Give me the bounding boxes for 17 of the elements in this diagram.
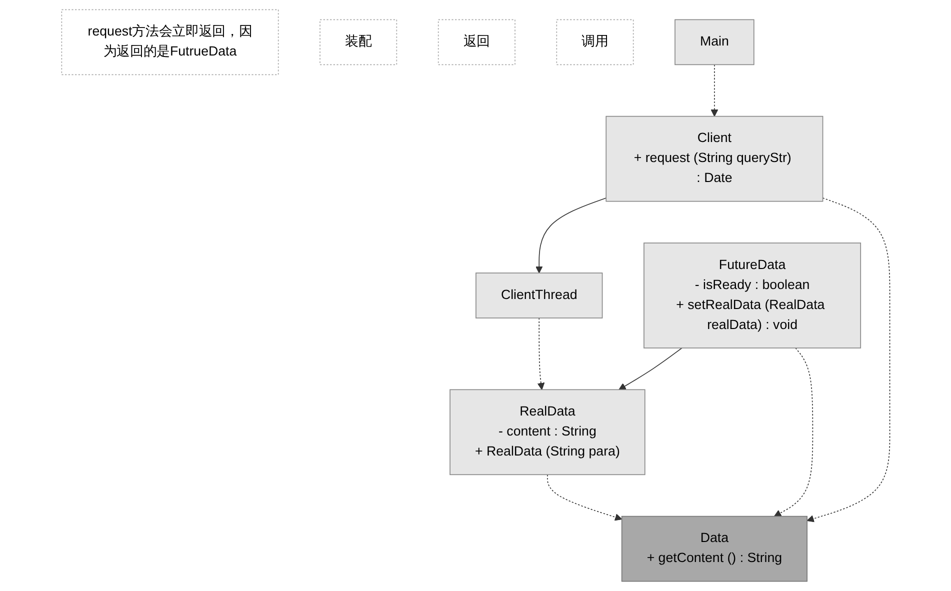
arrow: [546, 474, 622, 521]
node-box: 调用: [556, 19, 634, 66]
node-box: Client + request (String queryStr) : Date: [605, 116, 823, 202]
node-box: RealData - content : String + RealData (String para): [449, 389, 646, 476]
arrow: [535, 198, 606, 274]
arrow: [774, 348, 813, 517]
arrow: [710, 64, 718, 117]
node-box: 装配: [319, 19, 397, 66]
arrow: [806, 198, 890, 522]
arrow: [618, 348, 682, 390]
node-box: Data + getContent () : String: [621, 516, 808, 582]
node-box: FutureData - isReady : boolean + setRealData (RealData realData) : void: [643, 242, 861, 348]
node-box: 返回: [438, 19, 516, 66]
node-box: Main: [674, 19, 754, 66]
arrow: [537, 318, 544, 390]
node-box: ClientThread: [475, 272, 602, 318]
node-box: request方法会立即返回，因为返回的是FutrueData: [61, 9, 279, 76]
